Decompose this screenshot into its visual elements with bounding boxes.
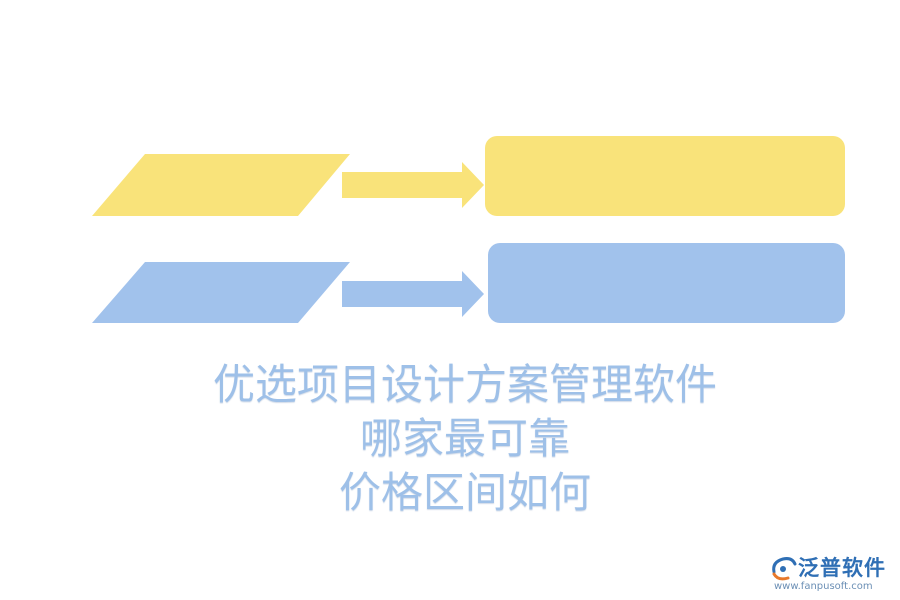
flow-diagram bbox=[92, 136, 845, 323]
blue-arrow bbox=[342, 271, 484, 317]
yellow-arrow bbox=[342, 162, 484, 208]
title-line-1: 优选项目设计方案管理软件 bbox=[212, 360, 717, 409]
logo-name: 泛普软件 bbox=[798, 556, 886, 580]
title-line-2: 哪家最可靠 bbox=[359, 414, 570, 463]
title-line-3: 价格区间如何 bbox=[338, 468, 591, 517]
page-title: 优选项目设计方案管理软件 哪家最可靠 价格区间如何 bbox=[0, 358, 900, 520]
logo-url: www.fanpusoft.com bbox=[774, 581, 873, 592]
fanpu-logo-icon bbox=[772, 557, 797, 581]
brand-logo: 泛普软件 www.fanpusoft.com bbox=[768, 550, 893, 596]
yellow-rounded-box bbox=[485, 136, 845, 216]
blue-rounded-box bbox=[488, 243, 845, 323]
blue-parallelogram bbox=[92, 262, 350, 323]
yellow-parallelogram bbox=[92, 154, 350, 216]
